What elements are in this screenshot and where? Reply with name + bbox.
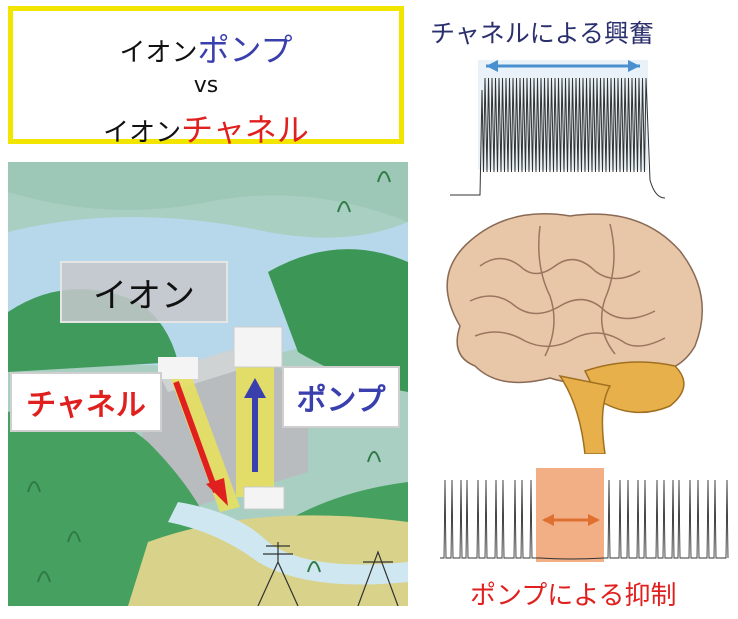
pump-building (233, 326, 283, 368)
inhibition-caption: ポンプによる抑制 (470, 581, 677, 611)
channel-label: チャネル (10, 372, 162, 432)
inhibition-highlight (536, 468, 604, 562)
cerebrum (446, 213, 704, 384)
pump-base (243, 486, 285, 510)
channel-flow-arrow (173, 380, 219, 494)
brain-gyri (469, 223, 666, 357)
title-line-pump: イオンポンプ (13, 25, 399, 71)
title-box: イオンポンプ vs イオンチャネル (8, 6, 404, 149)
brain-stem (558, 374, 612, 454)
excitation-arrow-left (486, 60, 498, 72)
river (168, 502, 408, 585)
title-ion-prefix-1: イオン (119, 38, 198, 68)
excitation-spike-trace (450, 60, 665, 199)
pump-label: ポンプ (282, 366, 400, 428)
excitation-trace-line (450, 77, 665, 199)
inhibition-arrow-left (542, 514, 554, 526)
title-line-channel: イオンチャネル (13, 105, 399, 151)
channel-housing (158, 357, 198, 379)
hill-right (268, 249, 408, 392)
excitation-arrow-right (628, 60, 640, 72)
inhibition-trace-line (440, 479, 729, 560)
inhibition-arrow-right (588, 514, 600, 526)
ion-label: イオン (60, 261, 228, 323)
inhibition-spike-trace (440, 468, 729, 562)
far-hills (8, 162, 408, 222)
channel-arrowhead (206, 478, 228, 506)
cerebellum (583, 361, 685, 414)
excitation-caption: チャネルによる興奮 (430, 19, 655, 48)
title-ion-prefix-2: イオン (103, 118, 182, 148)
brain-illustration (446, 213, 704, 454)
title-pump-word: ポンプ (197, 31, 293, 69)
title-channel-word: チャネル (181, 111, 309, 149)
power-pylon (257, 542, 399, 606)
title-vs: vs (193, 73, 219, 98)
pump-arrowhead (244, 378, 266, 398)
